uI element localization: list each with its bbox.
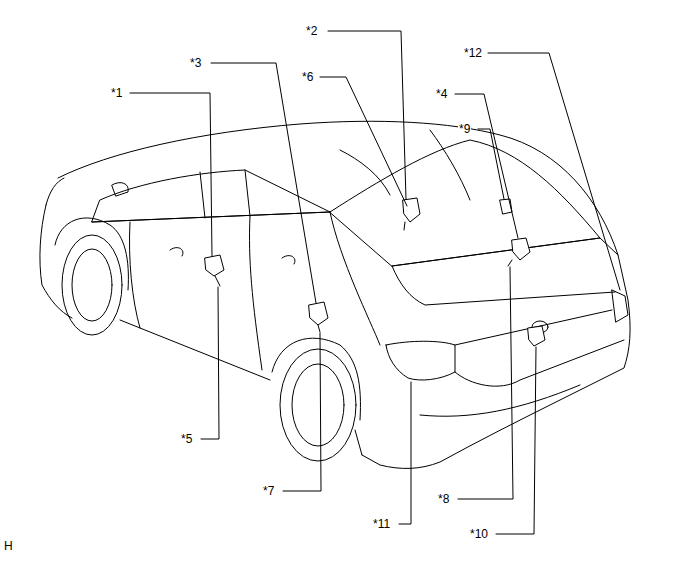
callout-number: *4 <box>435 87 448 101</box>
callout-number: *10 <box>469 527 489 541</box>
callout-number: *8 <box>437 492 450 506</box>
callout-number: *1 <box>110 86 123 100</box>
callout-number: *3 <box>189 56 202 70</box>
callout-number: *5 <box>180 432 193 446</box>
callout-number: *12 <box>463 46 483 60</box>
callout-number: *2 <box>305 24 318 38</box>
callout-number: *6 <box>301 70 314 84</box>
callout-number: *9 <box>458 122 471 136</box>
callout-number: *11 <box>372 517 391 531</box>
figure-code: H <box>3 539 14 553</box>
callout-number: *7 <box>262 484 275 498</box>
